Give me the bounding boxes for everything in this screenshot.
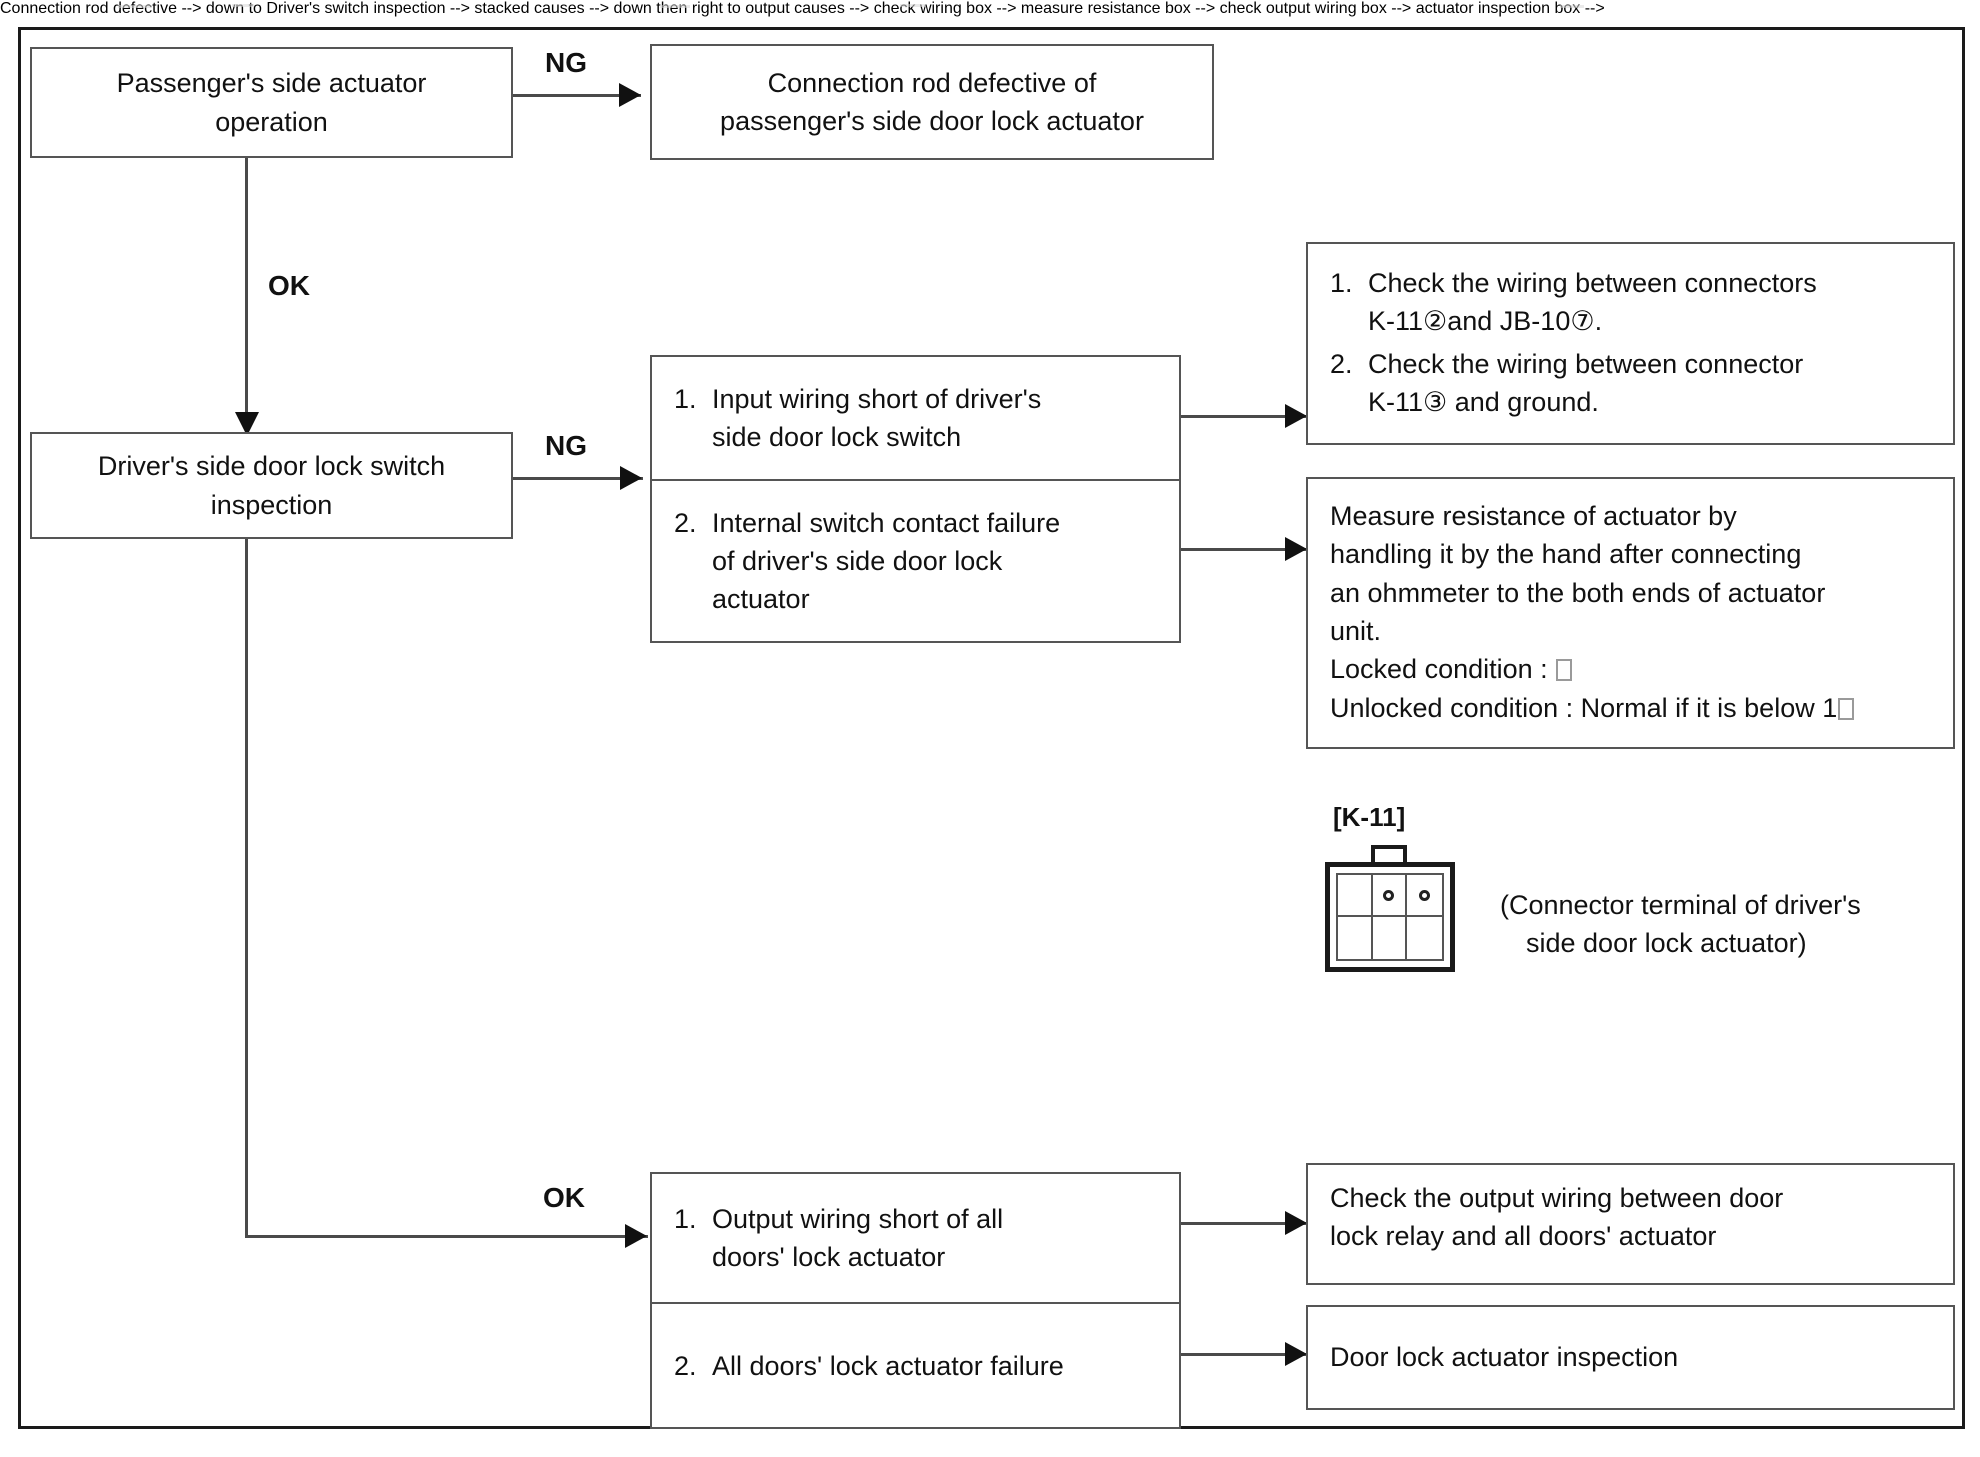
node-line: Passenger's side actuator xyxy=(116,68,427,99)
node-ng-causes-stack: 1. Input wiring short of driver's side d… xyxy=(650,355,1181,643)
node-line: of driver's side door lock xyxy=(712,545,1003,576)
node-measure-resistance[interactable]: Measure resistance of actuator by handli… xyxy=(1306,477,1955,749)
edge-driver-to-ok-causes-arrow xyxy=(625,1224,647,1248)
node-line: actuator xyxy=(712,584,810,615)
edge-driver-to-ok-causes-vline xyxy=(245,539,248,1238)
item-number: 2. xyxy=(674,1351,697,1382)
node-ng-cause-1[interactable]: 1. Input wiring short of driver's side d… xyxy=(652,357,1179,479)
node-ok-causes-stack: 1. Output wiring short of all doors' loc… xyxy=(650,1172,1181,1429)
node-line: and ground. xyxy=(1447,386,1599,417)
check-wiring-item-2: 2. Check the wiring between connector K-… xyxy=(1330,345,1931,422)
node-line: (Connector terminal of driver's xyxy=(1500,890,1861,920)
node-line: Check the output wiring between door xyxy=(1330,1183,1784,1213)
connector-cell-2 xyxy=(1372,875,1408,917)
edge-passenger-to-driver-line xyxy=(245,158,248,416)
missing-glyph-box xyxy=(1556,659,1573,682)
node-line: Door lock actuator inspection xyxy=(1330,1342,1679,1373)
node-ok-cause-1[interactable]: 1. Output wiring short of all doors' loc… xyxy=(652,1174,1179,1302)
node-line: side door lock switch xyxy=(712,422,962,452)
edge-label-ok-bottom: OK xyxy=(543,1182,585,1213)
edge-label-ng-middle: NG xyxy=(545,430,587,461)
node-line: Check the wiring between connectors xyxy=(1368,268,1817,298)
missing-glyph-box xyxy=(1838,697,1855,720)
edge-passenger-to-connection-rod-arrow xyxy=(619,83,641,107)
pin-dot-icon xyxy=(1419,889,1431,901)
node-line: passenger's side door lock actuator xyxy=(720,106,1144,136)
connector-cell-5 xyxy=(1373,917,1408,959)
edge-label-ng-top: NG xyxy=(545,47,587,78)
connector-pin-grid xyxy=(1336,873,1444,961)
item-number: 1. xyxy=(674,1203,697,1234)
connector-cell-4 xyxy=(1338,917,1373,959)
k11-connector-pictogram xyxy=(1325,845,1455,972)
node-line: Internal switch contact failure xyxy=(712,507,1061,538)
connector-tag-label: [K-11] xyxy=(1333,802,1406,832)
connector-cell-1 xyxy=(1338,875,1373,917)
edge-okcause1-to-check-output-line xyxy=(1181,1222,1306,1225)
node-line: and JB-10 xyxy=(1447,306,1571,337)
node-line: inspection xyxy=(210,489,333,520)
edge-cause1-to-check-wiring-line xyxy=(1181,415,1306,418)
item-number: 2. xyxy=(1330,348,1353,379)
node-line: operation xyxy=(215,106,328,137)
node-line: Measure resistance of actuator by xyxy=(1330,501,1737,531)
node-line: K-11 xyxy=(1368,306,1424,337)
node-line: Input wiring short of driver's xyxy=(712,383,1042,414)
node-line: Connection rod defective of xyxy=(767,67,1097,98)
node-line: . xyxy=(1594,306,1603,337)
connector-latch-tab xyxy=(1371,845,1407,864)
node-line: All doors' lock actuator failure xyxy=(712,1351,1064,1382)
node-passenger-side-actuator-operation[interactable]: Passenger's side actuator operation xyxy=(30,47,513,158)
connector-shell xyxy=(1325,862,1455,972)
edge-driver-to-ok-causes-hline xyxy=(245,1235,648,1238)
node-line: Check the wiring between connector xyxy=(1368,348,1804,379)
circled-number-2: ② xyxy=(1423,306,1448,337)
node-line: Driver's side door lock switch xyxy=(97,451,446,482)
edge-cause2-to-measure-arrow xyxy=(1285,537,1307,561)
node-check-output-wiring[interactable]: Check the output wiring between door loc… xyxy=(1306,1163,1955,1285)
scan-artifact xyxy=(232,4,254,7)
edge-label-ok-vertical: OK xyxy=(268,270,310,301)
edge-okcause2-to-inspection-line xyxy=(1181,1353,1306,1356)
scan-artifact xyxy=(660,5,690,8)
scan-artifact xyxy=(900,4,926,7)
edge-okcause1-to-check-output-arrow xyxy=(1285,1211,1307,1235)
scan-artifact xyxy=(1560,5,1584,8)
node-ng-cause-2[interactable]: 2. Internal switch contact failure of dr… xyxy=(652,479,1179,641)
edge-driver-to-ng-causes-line xyxy=(513,477,643,480)
pin-dot-icon xyxy=(1383,889,1395,901)
check-wiring-item-1: 1. Check the wiring between connectors K… xyxy=(1330,264,1931,341)
unlocked-condition-line: Unlocked condition : Normal if it is bel… xyxy=(1330,689,1931,727)
node-check-wiring-connectors[interactable]: 1. Check the wiring between connectors K… xyxy=(1306,242,1955,445)
edge-okcause2-to-inspection-arrow xyxy=(1285,1342,1307,1366)
connector-cell-6 xyxy=(1407,917,1442,959)
item-number: 2. xyxy=(674,507,697,538)
node-line: side door lock actuator) xyxy=(1526,928,1807,959)
connector-caption: (Connector terminal of driver's side doo… xyxy=(1500,886,1960,963)
edge-cause2-to-measure-line xyxy=(1181,548,1306,551)
item-number: 1. xyxy=(1330,268,1353,298)
edge-cause1-to-check-wiring-arrow xyxy=(1285,404,1307,428)
node-line: K-11 xyxy=(1368,386,1424,417)
locked-condition-line: Locked condition : xyxy=(1330,650,1931,688)
scan-artifact xyxy=(118,5,152,8)
connector-cell-3 xyxy=(1407,875,1442,917)
node-ok-cause-2[interactable]: 2. All doors' lock actuator failure xyxy=(652,1302,1179,1429)
node-door-lock-actuator-inspection[interactable]: Door lock actuator inspection xyxy=(1306,1305,1955,1410)
node-driver-side-door-lock-switch-inspection[interactable]: Driver's side door lock switch inspectio… xyxy=(30,432,513,539)
node-line: an ohmmeter to the both ends of actuator xyxy=(1330,577,1826,608)
edge-driver-to-ng-causes-arrow xyxy=(620,466,642,490)
node-line: unit. xyxy=(1330,615,1382,646)
node-line: handling it by the hand after connecting xyxy=(1330,539,1802,570)
circled-number-3: ③ xyxy=(1423,386,1448,417)
node-line: lock relay and all doors' actuator xyxy=(1330,1221,1717,1252)
item-number: 1. xyxy=(674,383,697,414)
circled-number-7: ⑦ xyxy=(1570,306,1595,337)
node-connection-rod-defective[interactable]: Connection rod defective of passenger's … xyxy=(650,44,1214,160)
node-line: doors' lock actuator xyxy=(712,1242,946,1272)
edge-passenger-to-connection-rod-line xyxy=(513,94,641,97)
node-line: Output wiring short of all xyxy=(712,1203,1004,1234)
